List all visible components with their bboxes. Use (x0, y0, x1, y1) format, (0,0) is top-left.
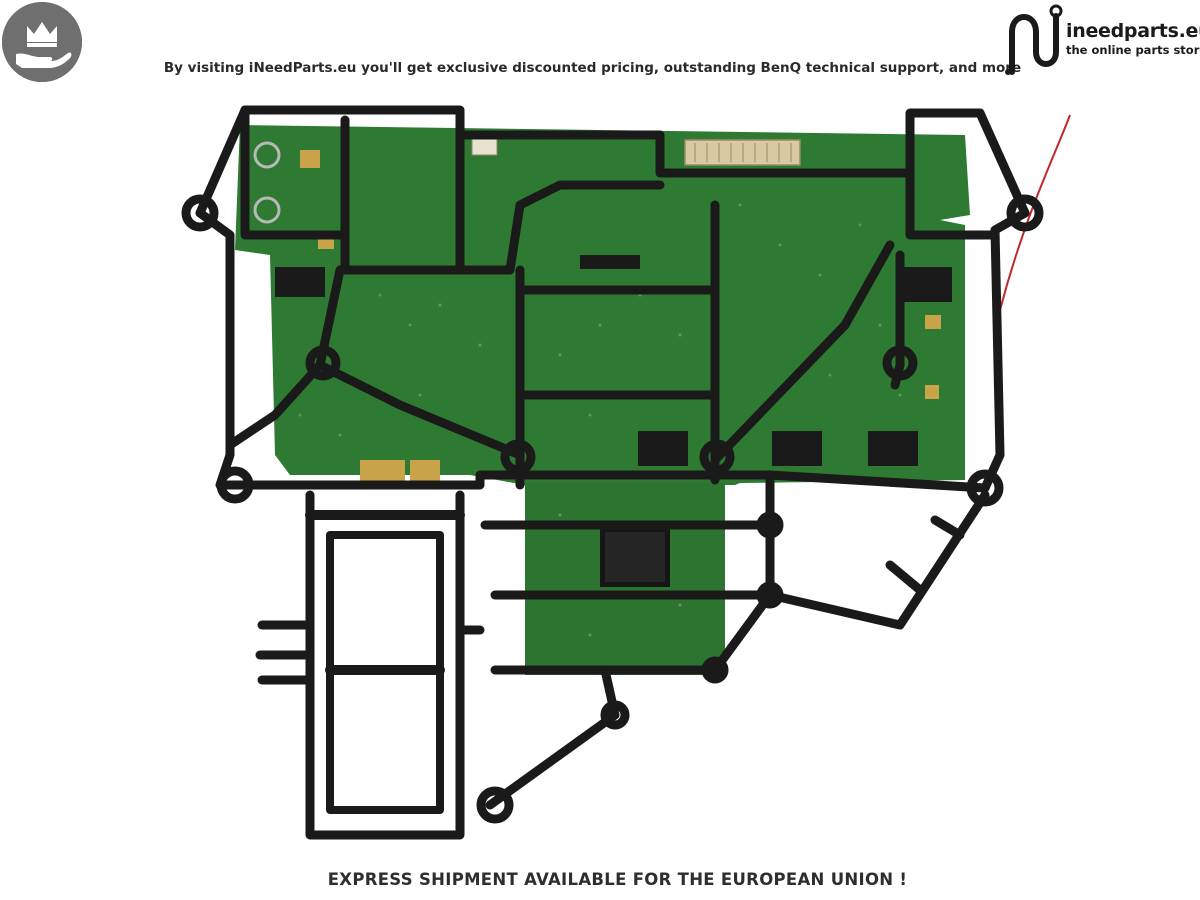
shipping-notice: EXPRESS SHIPMENT AVAILABLE FOR THE EUROP… (327, 870, 908, 889)
pcb-board (235, 125, 970, 675)
logo-subtitle: the online parts store (1066, 43, 1200, 57)
logo-name: ineedparts.eu (1066, 20, 1200, 42)
plastic-frame (181, 105, 1044, 840)
crown-badge (2, 2, 82, 82)
promo-tagline: By visiting iNeedParts.eu you'll get exc… (163, 60, 1022, 76)
ineedparts-logo[interactable]: ineedparts.eu the online parts store (1002, 2, 1200, 76)
product-image (181, 105, 1071, 840)
ineedparts-n-logo-icon (1005, 4, 1063, 75)
crown-on-hand-icon (2, 2, 82, 82)
